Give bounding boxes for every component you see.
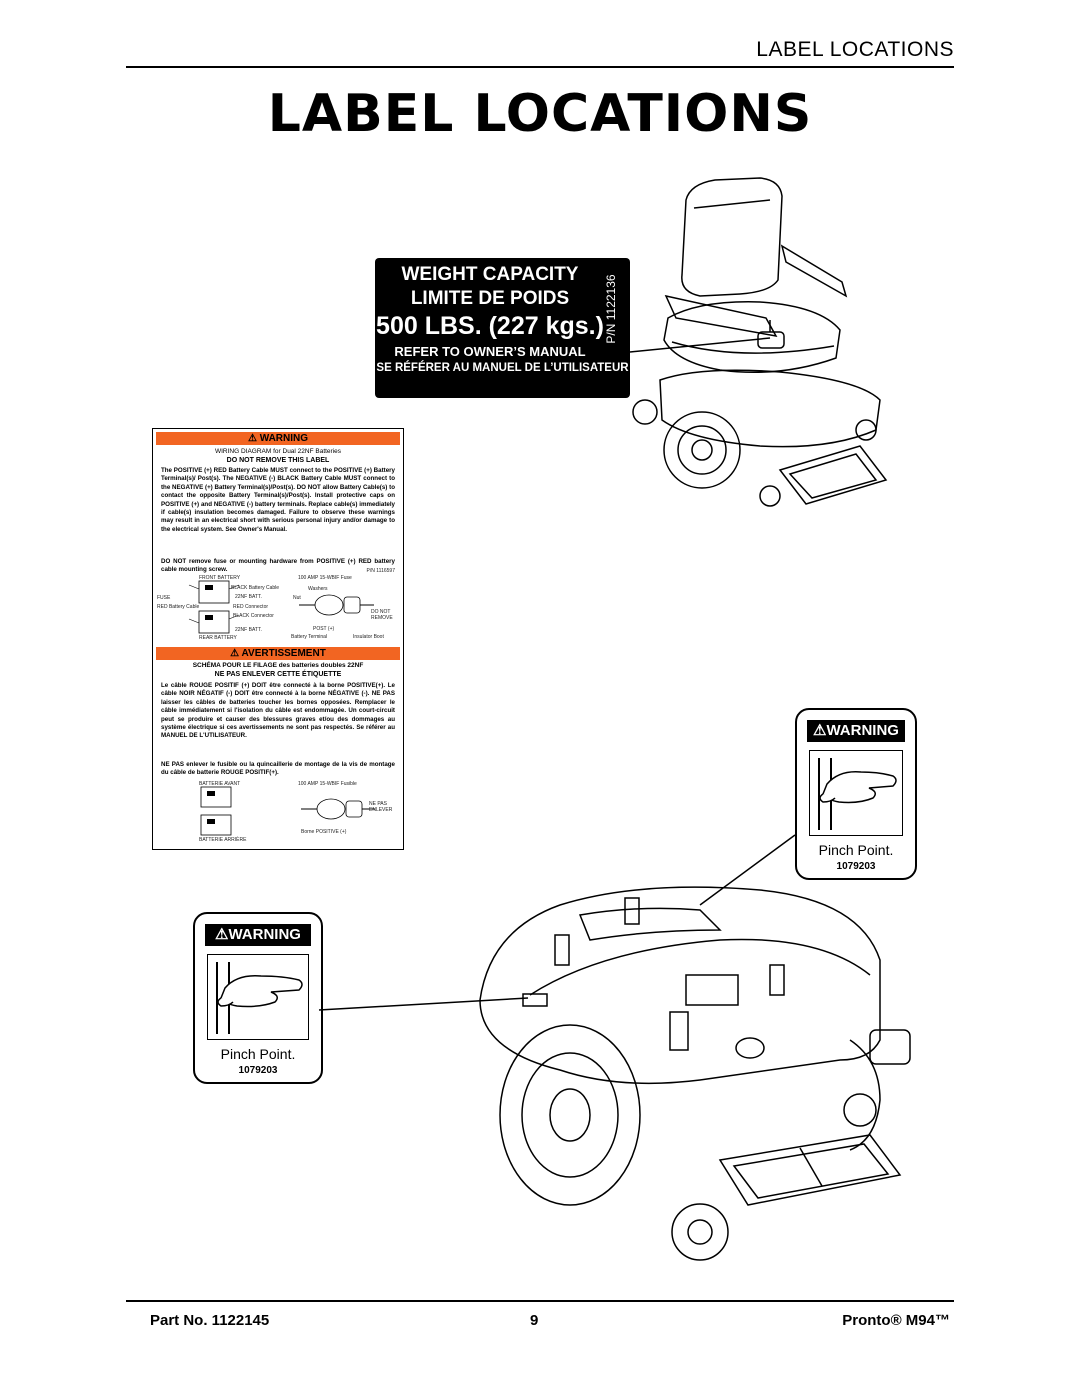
avertissement-banner: ⚠ AVERTISSEMENT bbox=[156, 647, 400, 660]
pinch-warning-banner: ⚠WARNING bbox=[205, 924, 311, 946]
warning-body-en: The POSITIVE (+) RED Battery Cable MUST … bbox=[161, 467, 395, 533]
hardware-note-en: DO NOT remove fuse or mounting hardware … bbox=[161, 558, 395, 574]
batt2-label: 22NF BATT. bbox=[235, 627, 262, 633]
black-connector-label: BLACK Connector bbox=[233, 613, 274, 619]
pinch-part-number: 1079203 bbox=[238, 1065, 278, 1076]
pinch-point-text: Pinch Point. bbox=[220, 1046, 296, 1062]
small-part-number: P/N 1116597 bbox=[366, 568, 395, 574]
section-header: LABEL LOCATIONS bbox=[756, 38, 954, 61]
battery-terminal-label: Battery Terminal bbox=[291, 634, 328, 640]
weight-capacity-line: WEIGHT CAPACITY bbox=[401, 264, 579, 285]
hardware-note-fr: NE PAS enlever le fusible ou la quincail… bbox=[161, 761, 395, 777]
rear-battery-label: REAR BATTERY bbox=[199, 635, 237, 641]
battery-warning-label: ⚠ WARNING WIRING DIAGRAM for Dual 22NF B… bbox=[152, 428, 404, 850]
pinch-point-label-right: ⚠WARNING Pinch Point. 1079203 bbox=[795, 708, 917, 880]
footer-rule bbox=[126, 1300, 954, 1302]
warning-body-fr: Le câble ROUGE POSITIF (+) DOIT être con… bbox=[161, 682, 395, 740]
schema-title: SCHÉMA POUR LE FILAGE des batteries doub… bbox=[192, 662, 364, 669]
footer-product: Pronto® M94™ bbox=[842, 1312, 950, 1329]
pinch-part-number: 1079203 bbox=[836, 861, 876, 872]
do-not-remove-small: DO NOT REMOVE bbox=[371, 609, 393, 621]
do-not-remove-label: DO NOT REMOVE THIS LABEL bbox=[226, 457, 330, 464]
footer-part-number: Part No. 1122145 bbox=[150, 1312, 270, 1329]
pinch-warning-banner: ⚠WARNING bbox=[807, 720, 905, 742]
wheelchair-illustration bbox=[318, 177, 911, 1261]
amp-fuse-label-fr: 100 AMP 15-WBIF Fusible bbox=[298, 781, 357, 787]
post-label: POST (+) bbox=[313, 626, 335, 632]
pinch-hand-icon bbox=[809, 750, 903, 836]
red-connector-label: RED Connector bbox=[233, 604, 269, 610]
capacity-value: 500 LBS. (227 kgs.) bbox=[376, 312, 604, 340]
pinch-hand-icon bbox=[207, 954, 309, 1040]
wiring-diagram-title: WIRING DIAGRAM for Dual 22NF Batteries bbox=[214, 448, 342, 455]
red-cable-label: RED Battery Cable bbox=[157, 604, 200, 610]
batt1-label: 22NF BATT. bbox=[235, 594, 262, 600]
pinch-point-text: Pinch Point. bbox=[818, 842, 894, 858]
washers-label: Washers bbox=[308, 586, 328, 592]
pinch-point-label-left: ⚠WARNING Pinch Point. 1079203 bbox=[193, 912, 323, 1084]
wiring-diagram-fr bbox=[200, 786, 375, 836]
post-label-fr: Borne POSITIVE (+) bbox=[301, 829, 347, 835]
amp-fuse-label: 100 AMP 15-WBIF Fuse bbox=[298, 575, 352, 581]
insulator-label: Insulator Boot bbox=[353, 634, 384, 640]
fuse-label: FUSE bbox=[157, 595, 171, 601]
header-rule bbox=[126, 66, 954, 68]
ne-pas-enlever-label: NE PAS ENLEVER CETTE ÉTIQUETTE bbox=[214, 671, 342, 678]
page-number: 9 bbox=[530, 1312, 539, 1329]
page-title: LABEL LOCATIONS bbox=[267, 84, 813, 144]
warning-banner: ⚠ WARNING bbox=[156, 432, 400, 445]
limite-de-poids-line: LIMITE DE POIDS bbox=[410, 288, 570, 309]
front-battery-label: FRONT BATTERY bbox=[199, 575, 241, 581]
rear-battery-label-fr: BATTERIE ARRIÈRE bbox=[199, 837, 247, 843]
weight-capacity-label: WEIGHT CAPACITY LIMITE DE POIDS 500 LBS.… bbox=[375, 258, 630, 398]
refer-manual-en: REFER TO OWNER’S MANUAL bbox=[394, 344, 586, 359]
nut-label: Nut bbox=[293, 595, 301, 601]
wiring-diagram-en bbox=[188, 580, 374, 634]
black-cable-label: BLACK Battery Cable bbox=[231, 585, 280, 591]
refer-manual-fr: SE RÉFÉRER AU MANUEL DE L’UTILISATEUR bbox=[376, 362, 629, 374]
front-battery-label-fr: BATTERIE AVANT bbox=[199, 781, 241, 787]
ne-pas-small: NE PAS ENLEVER bbox=[369, 801, 393, 813]
